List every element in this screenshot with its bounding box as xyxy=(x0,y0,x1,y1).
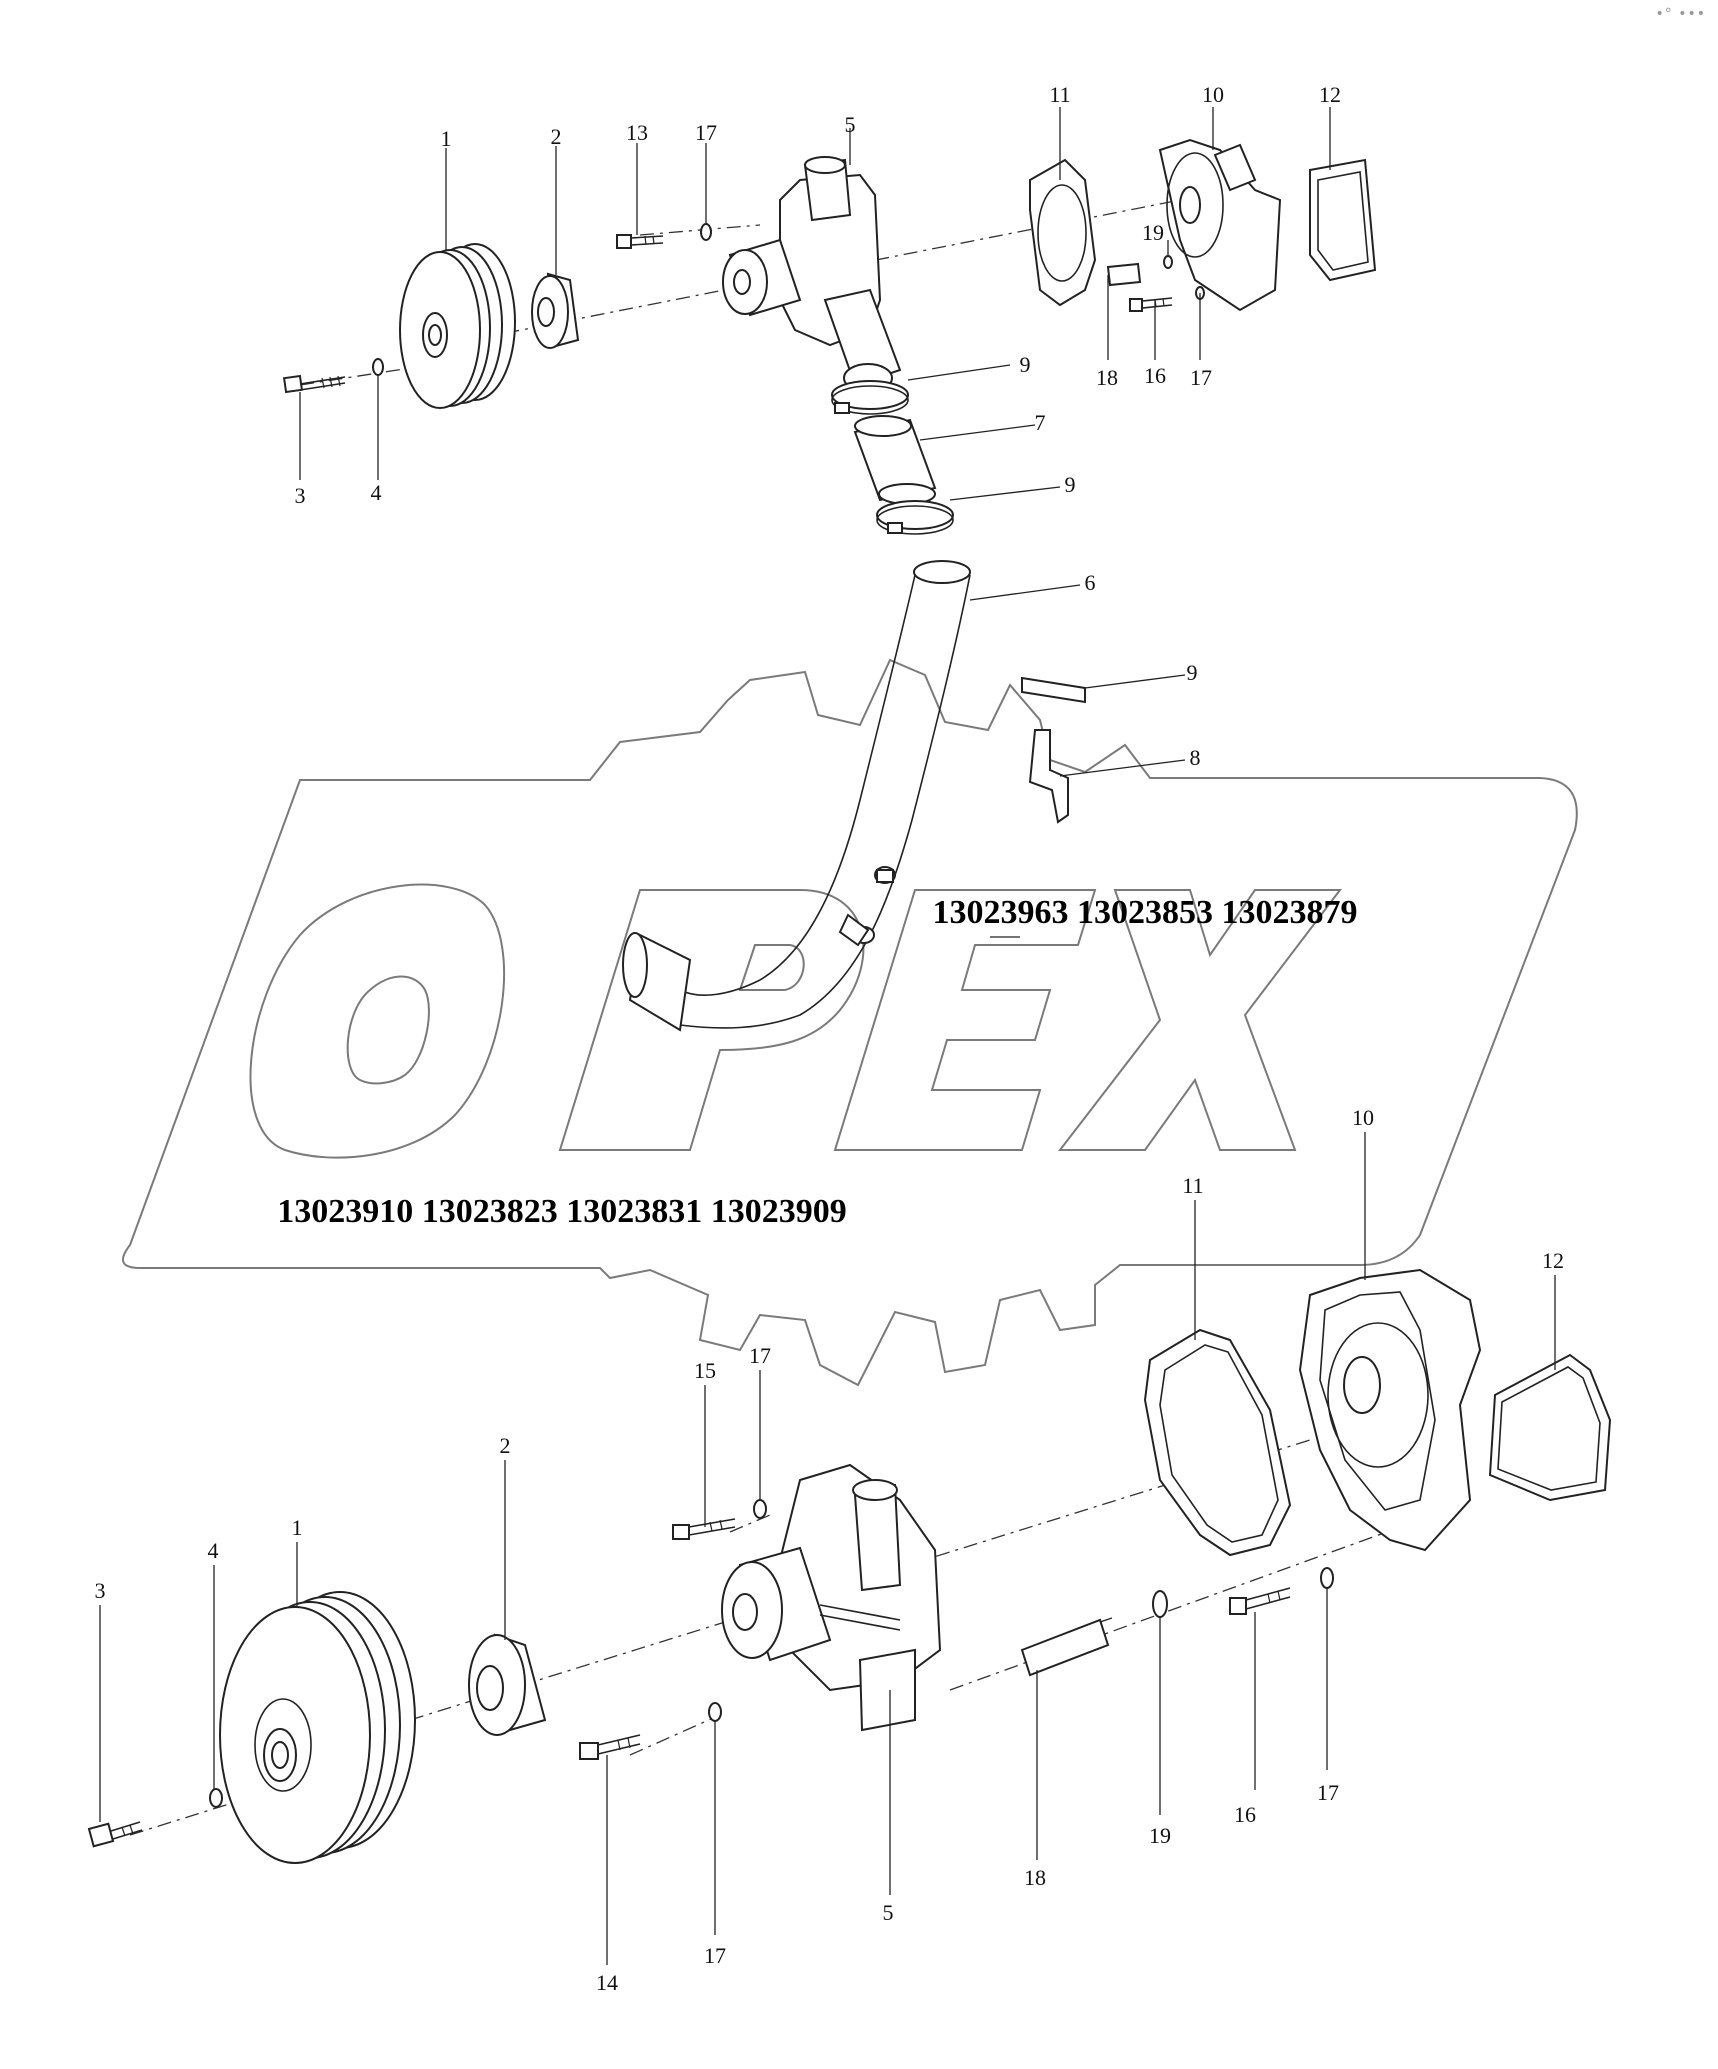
lower-pump-body xyxy=(721,1463,942,1732)
upper-pulley xyxy=(399,243,516,409)
lower-callout-14: 14 xyxy=(596,1970,618,1995)
lower-upper-washer xyxy=(753,1499,767,1519)
upper-pipe xyxy=(622,560,971,1032)
lower-housing-washer xyxy=(1320,1567,1334,1589)
upper-clamp-lower xyxy=(1021,676,1086,704)
lower-spacer xyxy=(468,1633,547,1736)
lower-callout-15: 15 xyxy=(694,1358,716,1383)
upper-stud-washer xyxy=(1163,255,1173,269)
lower-callout-5: 5 xyxy=(883,1900,894,1925)
upper-callout-3: 3 xyxy=(295,483,306,508)
lower-callout-10: 10 xyxy=(1352,1105,1374,1130)
lower-top-bolt-axis xyxy=(729,1514,771,1533)
upper-pump-washer xyxy=(700,223,712,241)
lower-callout-17-upper: 17 xyxy=(749,1343,771,1368)
corner-mark: •° ••• xyxy=(1655,6,1706,22)
upper-callout-17-housing: 17 xyxy=(1190,365,1212,390)
upper-pump-bolt xyxy=(616,234,664,249)
letter-e-outline xyxy=(833,889,1097,1151)
upper-callout-2: 2 xyxy=(551,124,562,149)
upper-pump-bolt-axis xyxy=(639,224,761,236)
upper-pump-body xyxy=(722,156,902,393)
upper-callout-10: 10 xyxy=(1202,82,1224,107)
upper-housing-gasket xyxy=(1029,158,1097,307)
upper-callout-18: 18 xyxy=(1096,365,1118,390)
upper-hose xyxy=(853,415,937,505)
lower-pulley-washer xyxy=(209,1788,223,1808)
upper-pulley-bolt xyxy=(282,374,346,394)
upper-callout-17-pump: 17 xyxy=(695,120,717,145)
upper-clamp-middle xyxy=(876,500,954,535)
upper-spacer xyxy=(531,272,580,349)
lower-pulley-bolt xyxy=(87,1821,143,1848)
lower-callout-1: 1 xyxy=(292,1515,303,1540)
lower-callout-17-housing: 17 xyxy=(1317,1780,1339,1805)
lower-callout-19: 19 xyxy=(1149,1823,1171,1848)
upper-stud xyxy=(1106,262,1142,287)
lower-stud-washer xyxy=(1152,1590,1168,1618)
upper-callout-5: 5 xyxy=(845,112,856,137)
upper-assembly xyxy=(282,107,1377,1032)
lower-callout-3: 3 xyxy=(95,1578,106,1603)
letter-x-outline xyxy=(1057,889,1343,1151)
lower-callout-18: 18 xyxy=(1024,1865,1046,1890)
lower-upper-bolt xyxy=(672,1518,736,1540)
upper-callout-8: 8 xyxy=(1190,745,1201,770)
upper-housing xyxy=(1158,138,1282,312)
lower-callout-12: 12 xyxy=(1542,1248,1564,1273)
lower-callout-11: 11 xyxy=(1182,1173,1203,1198)
lower-housing-gasket xyxy=(1143,1328,1292,1557)
upper-variant-part-numbers: 13023963 13023853 13023879 xyxy=(933,894,1358,931)
upper-callout-13: 13 xyxy=(626,120,648,145)
lower-bolt xyxy=(579,1734,641,1760)
upper-callout-1: 1 xyxy=(441,126,452,151)
upper-cover-gasket xyxy=(1309,158,1377,282)
lower-callout-4: 4 xyxy=(208,1538,219,1563)
lower-callout-16: 16 xyxy=(1234,1802,1256,1827)
upper-callout-11: 11 xyxy=(1049,82,1070,107)
upper-callout-9-lower: 9 xyxy=(1187,660,1198,685)
gear-outline-icon xyxy=(121,658,1578,1387)
lower-assembly xyxy=(87,1132,1612,1965)
upper-callout-12: 12 xyxy=(1319,82,1341,107)
upper-clamp-top xyxy=(831,380,909,415)
upper-pulley-washer xyxy=(372,358,384,376)
upper-housing-bolt xyxy=(1129,297,1173,312)
lower-callout-17-lower: 17 xyxy=(704,1943,726,1968)
lower-housing-axis xyxy=(949,1519,1421,1691)
lower-variant-part-numbers: 13023910 13023823 13023831 13023909 xyxy=(277,1193,847,1230)
lower-stud xyxy=(1020,1617,1113,1677)
lower-housing-bolt xyxy=(1229,1587,1291,1615)
opex-gear-logo xyxy=(121,658,1578,1387)
letter-o-outline xyxy=(249,883,506,1159)
upper-bracket xyxy=(1028,729,1069,824)
lower-front-bolt-axis xyxy=(629,1714,721,1756)
upper-callout-9-top: 9 xyxy=(1020,352,1031,377)
upper-callout-7: 7 xyxy=(1035,410,1046,435)
lower-housing xyxy=(1298,1268,1482,1552)
upper-callout-9-middle: 9 xyxy=(1065,472,1076,497)
letter-p-outline xyxy=(558,889,865,1151)
lower-callout-2: 2 xyxy=(500,1433,511,1458)
lower-lower-washer xyxy=(708,1702,722,1722)
upper-callout-16: 16 xyxy=(1144,363,1166,388)
upper-callout-19: 19 xyxy=(1142,220,1164,245)
upper-callout-4: 4 xyxy=(371,480,382,505)
lower-cover-gasket xyxy=(1488,1353,1612,1502)
upper-callout-6: 6 xyxy=(1085,570,1096,595)
lower-pulley xyxy=(219,1591,416,1864)
